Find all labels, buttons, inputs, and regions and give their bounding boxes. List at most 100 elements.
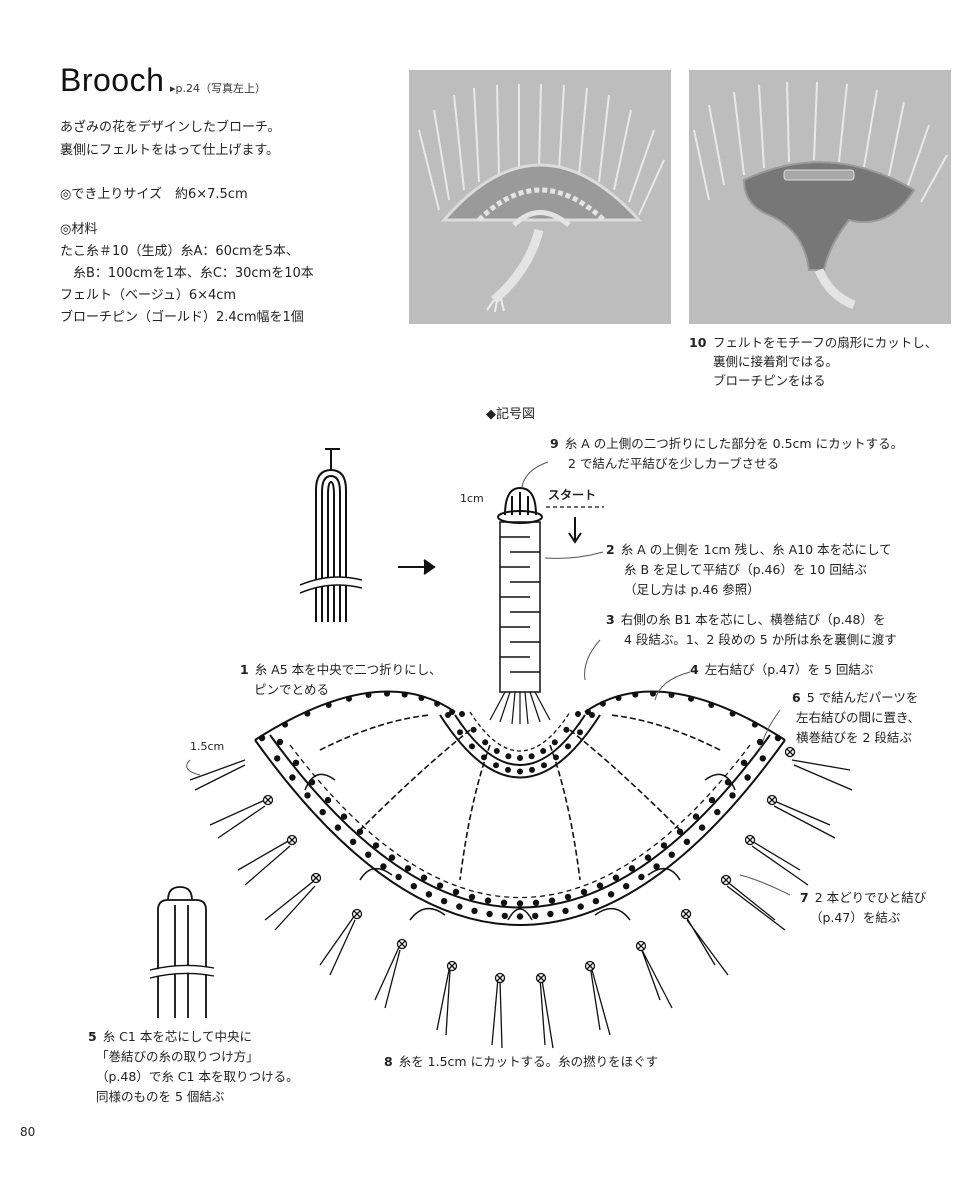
knot-dot xyxy=(708,796,716,804)
materials-list: たこ糸＃10（生成）糸A：60cmを5本、 糸B：100cmを1本、糸C：30c… xyxy=(60,241,314,329)
knot-dot xyxy=(324,796,332,804)
step-number: 5 xyxy=(88,1029,97,1044)
overhand-knot-mark xyxy=(537,974,545,982)
caption-number: 10 xyxy=(689,335,707,350)
knot-dot xyxy=(596,882,604,889)
knot-dot xyxy=(551,739,558,746)
knot-dot xyxy=(481,754,487,761)
knot-dot xyxy=(500,899,508,906)
knot-dot xyxy=(575,711,581,717)
knot-dot xyxy=(562,907,569,915)
knot-dot xyxy=(334,824,342,831)
knot-dot xyxy=(395,873,402,881)
step-line: 5 で結んだパーツを xyxy=(806,690,919,705)
arrow-right-icon xyxy=(398,559,436,575)
step-number: 2 xyxy=(606,542,615,557)
brooch-back-image xyxy=(689,70,951,324)
step-number: 9 xyxy=(550,436,559,451)
knot-dot xyxy=(547,910,554,918)
caption-line: フェルトをモチーフの扇形にカットし、 xyxy=(713,335,938,350)
knot-dot xyxy=(356,828,364,835)
arrow-down-icon xyxy=(568,517,582,544)
knot-dot xyxy=(470,726,477,733)
knot-dot xyxy=(340,813,348,820)
overhand-knot-mark xyxy=(586,962,594,970)
knot-dot xyxy=(553,754,559,761)
material-item: フェルト（ベージュ）6×4cm xyxy=(60,288,237,303)
overhand-knot-mark xyxy=(448,962,456,970)
step-number: 1 xyxy=(240,662,249,677)
knot-dot xyxy=(380,863,387,870)
knot-dot xyxy=(529,766,535,773)
step-line: 糸 C1 本を芯にして中央に xyxy=(102,1029,252,1044)
knot-dot xyxy=(577,903,584,910)
photo-front xyxy=(409,70,671,324)
knot-dot xyxy=(585,709,591,715)
knot-dot xyxy=(308,779,316,786)
knot-dot xyxy=(548,897,556,904)
step-line: 左右結び（p.47）を 5 回結ぶ xyxy=(704,662,874,677)
knot-dot xyxy=(759,755,766,762)
overhand-knots xyxy=(262,746,796,984)
knot-dot xyxy=(493,762,499,769)
knot-dot xyxy=(688,695,694,702)
knot-dot xyxy=(516,913,524,920)
photo-caption: 10 フェルトをモチーフの扇形にカットし、 裏側に接着剤ではる。 ブローチピンを… xyxy=(689,333,937,390)
brooch-front-image xyxy=(409,70,671,324)
knot-dot xyxy=(289,774,296,781)
step-line: （足し方は p.46 参照） xyxy=(624,582,760,597)
overhand-knot-mark xyxy=(288,836,296,844)
leader-lines xyxy=(186,461,791,896)
knot-dot xyxy=(292,759,300,766)
knot-dot xyxy=(580,888,588,896)
page-title: Brooch xyxy=(60,62,165,98)
step-line: 糸 A の上側の二つ折りにした部分を 0.5cm にカットする。 xyxy=(564,436,904,451)
fringe-cords xyxy=(189,759,853,1049)
knot-dot xyxy=(471,907,478,915)
knot-dot xyxy=(346,695,352,702)
knot-dot xyxy=(319,808,326,816)
knot-dot xyxy=(456,903,463,910)
step-number: 6 xyxy=(792,690,801,705)
knot-dot xyxy=(482,739,489,746)
intro-line: 裏側にフェルトをはって仕上げます。 xyxy=(60,143,280,158)
material-item: たこ糸＃10（生成）糸A：60cmを5本、 xyxy=(60,244,300,259)
knot-dot xyxy=(751,721,758,728)
knot-dot xyxy=(440,897,448,905)
step-line: 同様のものを 5 個結ぶ xyxy=(96,1089,225,1104)
photo-back xyxy=(689,70,951,324)
knot-dot xyxy=(418,695,425,701)
knot-dot xyxy=(540,748,547,754)
knot-dot xyxy=(349,838,357,845)
knot-dot xyxy=(282,721,289,728)
step-line: （p.47）を結ぶ xyxy=(810,910,901,925)
overhand-knot-mark xyxy=(496,974,504,982)
step-line: 4 段結ぶ。1、2 段めの 5 か所は糸を裏側に渡す xyxy=(624,632,897,647)
knot-dot xyxy=(724,779,732,786)
knot-dot xyxy=(660,842,668,849)
knot-dot xyxy=(599,700,606,707)
material-item: 糸B：100cmを1本、糸C：30cmを10本 xyxy=(60,266,314,281)
knot-dot xyxy=(714,808,721,816)
step-line: 右側の糸 B1 本を芯にし、横巻結び（p.48）を xyxy=(620,612,886,627)
label-1cm: 1cm xyxy=(460,492,484,505)
step-line: 糸 B を足して平結び（p.46）を 10 回結ぶ xyxy=(624,562,867,577)
knot-dot xyxy=(517,755,523,761)
diagram-title: ◆記号図 xyxy=(486,407,535,422)
materials-heading: ◎材料 xyxy=(60,222,98,237)
knot-dot xyxy=(493,748,500,754)
knot-dot xyxy=(325,702,332,708)
knot-dot xyxy=(304,792,311,799)
folded-cords-illustration xyxy=(298,448,364,622)
knot-dot xyxy=(676,828,684,835)
label-15cm: 1.5cm xyxy=(190,740,225,753)
knot-dot xyxy=(650,690,656,697)
